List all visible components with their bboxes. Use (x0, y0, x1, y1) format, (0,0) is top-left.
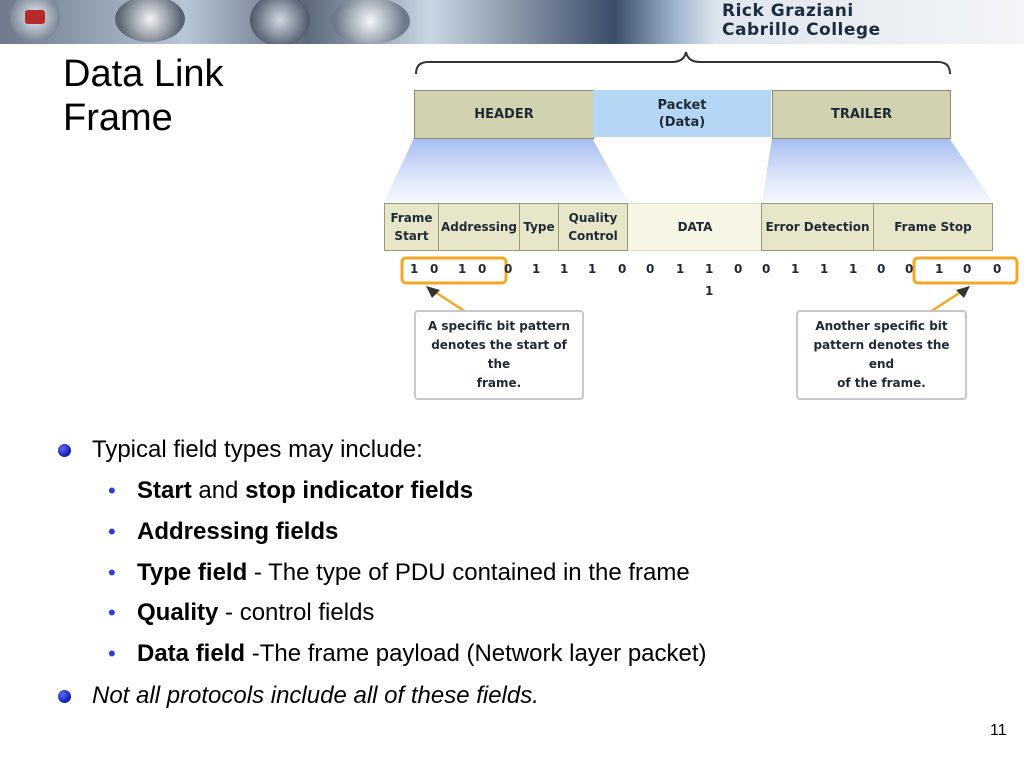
sub-bullet-icon: • (108, 600, 116, 625)
bit-value: 0 (478, 262, 487, 276)
start-bits-highlight (400, 256, 508, 285)
field-data: DATA (628, 203, 762, 251)
left-arrowhead-icon (426, 286, 440, 298)
sub-bullet-item: Data field -The frame payload (Network l… (137, 640, 707, 667)
banner-decoration (250, 0, 310, 44)
bit-value: 1 (588, 262, 597, 276)
stop-bits-highlight (912, 256, 1019, 285)
callout-text: denotes the start of the (431, 338, 567, 371)
title-line-2: Frame (63, 97, 173, 139)
bit-value: 1 (849, 262, 858, 276)
page-number: 11 (990, 722, 1007, 739)
field-frame-stop: Frame Stop (873, 203, 993, 251)
sub-bullet-icon: • (108, 519, 116, 544)
bit-value: 1 (458, 262, 467, 276)
bit-value: 1 (705, 284, 714, 298)
bit-value: 0 (905, 262, 914, 276)
bullet-item: Typical field types may include: (92, 436, 423, 463)
bullet-item: Not all protocols include all of these f… (92, 682, 539, 709)
brace-icon (415, 51, 951, 75)
right-pointer-line (929, 288, 965, 314)
author-brand: Rick Graziani Cabrillo College (722, 2, 881, 40)
bit-value: 1 (676, 262, 685, 276)
callout-text: A specific bit pattern (427, 319, 571, 333)
bit-value: 1 (560, 262, 569, 276)
sub-bullet-item: Quality - control fields (137, 599, 375, 626)
bit-value: 1 (791, 262, 800, 276)
packet-label: Packet (657, 97, 707, 113)
sub-bullet-item: Start and stop indicator fields (137, 477, 474, 504)
packet-sublabel: (Data) (658, 114, 706, 130)
field-type: Type (519, 203, 559, 251)
bullet-icon (58, 444, 71, 457)
callout-text: frame. (476, 376, 522, 390)
bit-value: 0 (762, 262, 771, 276)
author-name: Rick Graziani (722, 1, 854, 21)
callout-text: of the frame. (837, 376, 926, 390)
banner-decoration (25, 10, 45, 24)
right-arrowhead-icon (956, 286, 970, 298)
bit-value: 0 (646, 262, 655, 276)
bit-value: 0 (963, 262, 972, 276)
bit-value: 1 (410, 262, 419, 276)
diagram-graphics (384, 51, 1019, 314)
bit-value: 0 (430, 262, 439, 276)
bit-value: 0 (877, 262, 886, 276)
title-line-1: Data Link (63, 53, 224, 95)
trailer-expansion-fan (762, 138, 993, 202)
bit-value: 0 (504, 262, 513, 276)
bit-value: 1 (532, 262, 541, 276)
sub-bullet-item: Type field - The type of PDU contained i… (137, 559, 690, 586)
callout-text: pattern denotes the end (813, 338, 950, 371)
start-pattern-callout: A specific bit pattern denotes the start… (414, 310, 584, 400)
bit-value: 0 (618, 262, 627, 276)
field-error-detection: Error Detection (761, 203, 874, 251)
bit-value: 1 (935, 262, 944, 276)
banner-decoration (330, 0, 410, 44)
trailer-segment: TRAILER (772, 90, 951, 139)
left-pointer-line (431, 288, 467, 314)
slide-title: Data Link Frame (63, 52, 283, 140)
packet-segment: Packet (Data) (593, 90, 771, 137)
stop-pattern-callout: Another specific bit pattern denotes the… (796, 310, 967, 400)
sub-bullet-item: Addressing fields (137, 518, 339, 545)
callout-text: Another specific bit (815, 319, 948, 333)
header-banner: Rick Graziani Cabrillo College (0, 0, 1024, 44)
field-addressing: Addressing (438, 203, 520, 251)
bit-value: 0 (993, 262, 1002, 276)
sub-bullet-icon: • (108, 641, 116, 666)
sub-bullet-icon: • (108, 478, 116, 503)
header-segment: HEADER (414, 90, 594, 139)
header-expansion-fan (384, 138, 628, 202)
bit-value: 0 (734, 262, 743, 276)
banner-decoration (115, 0, 185, 42)
bit-value: 1 (705, 262, 714, 276)
bit-value: 1 (820, 262, 829, 276)
sub-bullet-icon: • (108, 560, 116, 585)
bullet-icon (58, 690, 71, 703)
college-name: Cabrillo College (722, 20, 881, 40)
